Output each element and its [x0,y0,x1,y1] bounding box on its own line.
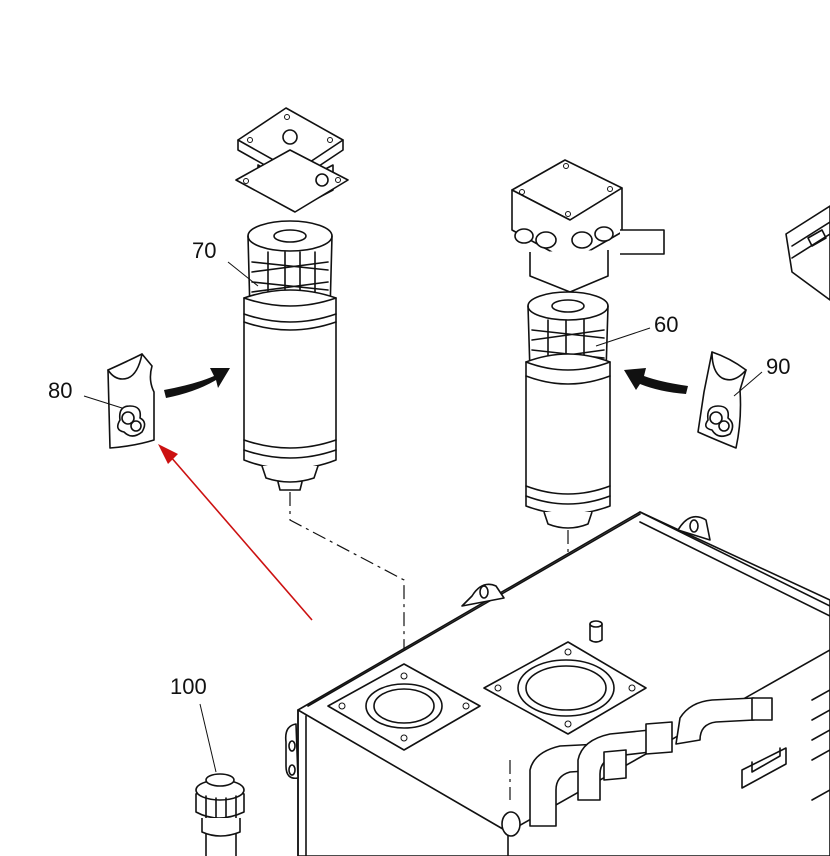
filter-60-head [511,159,665,293]
leader-90 [733,371,763,397]
callout-label-60: 60 [654,312,678,337]
annotation-arrow [158,444,313,621]
leader-70 [227,261,259,287]
leader-100 [199,703,217,773]
filter-bag-90 [697,351,747,449]
callout-label-100: 100 [170,674,207,699]
filter-70-assembly [235,107,349,491]
filter-70-housing [243,289,337,491]
assembly-axis-70 [289,492,405,700]
insert-arrow-right [624,368,688,394]
control-panel-partial [785,205,830,301]
callout-label-70: 70 [192,238,216,263]
callout-label-90: 90 [766,354,790,379]
hydraulic-tank [284,511,830,856]
callout-label-80: 80 [48,378,72,403]
filler-cap-100 [195,773,245,856]
insert-arrow-left [164,368,230,398]
leader-60 [595,327,651,347]
filter-70-element [247,220,333,320]
filter-70-head [235,107,349,213]
filter-bag-80 [107,353,155,449]
leader-80 [83,395,123,409]
filter-60-housing [525,353,611,529]
filter-60-assembly [511,159,665,529]
